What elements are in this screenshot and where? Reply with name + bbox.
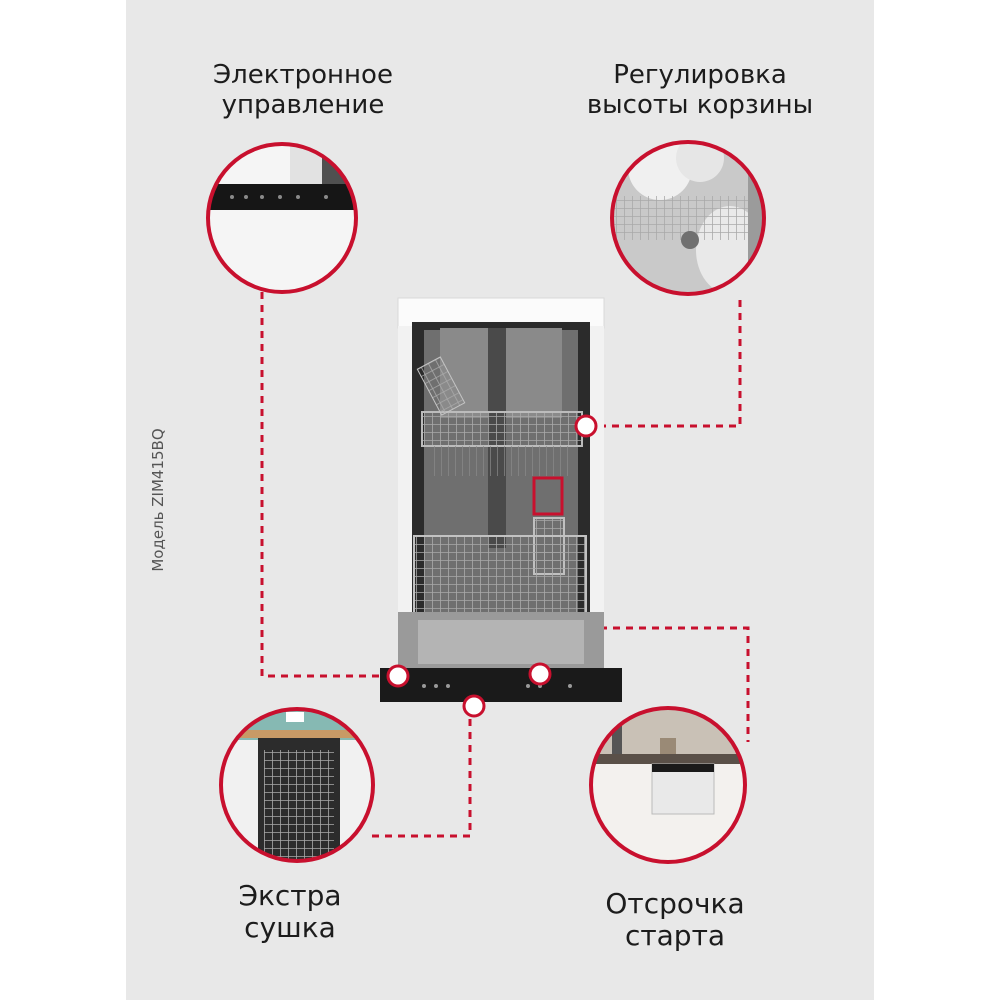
connector-delayed-start xyxy=(538,626,750,742)
marker-basket-height xyxy=(574,414,598,438)
callout-ring xyxy=(610,140,766,296)
connector-basket-height xyxy=(586,300,742,428)
callout-ring xyxy=(589,706,747,864)
callout-ring xyxy=(206,142,358,294)
callout-delayed-start xyxy=(589,706,747,864)
button-dot xyxy=(526,684,530,688)
dishwasher-image xyxy=(380,297,622,702)
highlight-box xyxy=(532,476,564,516)
lower-rack xyxy=(413,535,587,615)
button-dot xyxy=(446,684,450,688)
connector-lines xyxy=(260,292,750,838)
label-line: высоты корзины xyxy=(586,90,814,120)
connector-extra-drying xyxy=(372,706,472,838)
label-line: старта xyxy=(624,919,726,952)
callout-electronic-control xyxy=(206,142,358,294)
label-basket-height: Регулировка высоты корзины xyxy=(555,60,845,120)
cup-shelf xyxy=(416,356,466,416)
button-dot xyxy=(568,684,572,688)
label-line: Отсрочка xyxy=(605,887,745,920)
label-line: Электронное xyxy=(213,60,393,90)
upper-rack-tines xyxy=(430,446,570,476)
label-line: управление xyxy=(221,90,385,120)
label-line: сушка xyxy=(244,911,336,944)
callout-ring xyxy=(219,707,375,863)
marker-extra-drying xyxy=(462,694,486,718)
control-panel xyxy=(380,668,622,702)
connector-electronic-control xyxy=(260,292,398,678)
door-panel xyxy=(418,620,584,664)
label-line: Регулировка xyxy=(613,60,787,90)
callout-extra-drying xyxy=(219,707,375,863)
callout-basket-height xyxy=(610,140,766,296)
label-delayed-start: Отсрочка старта xyxy=(575,888,775,952)
label-line: Экстра xyxy=(238,879,342,912)
label-extra-drying: Экстра сушка xyxy=(190,880,390,944)
button-dot xyxy=(422,684,426,688)
button-dot xyxy=(434,684,438,688)
upper-rack xyxy=(421,411,583,447)
markers xyxy=(386,414,598,718)
marker-delayed-start xyxy=(528,662,552,686)
marker-electronic-control xyxy=(386,664,410,688)
label-electronic-control: Электронное управление xyxy=(178,60,428,120)
control-buttons xyxy=(422,684,572,688)
